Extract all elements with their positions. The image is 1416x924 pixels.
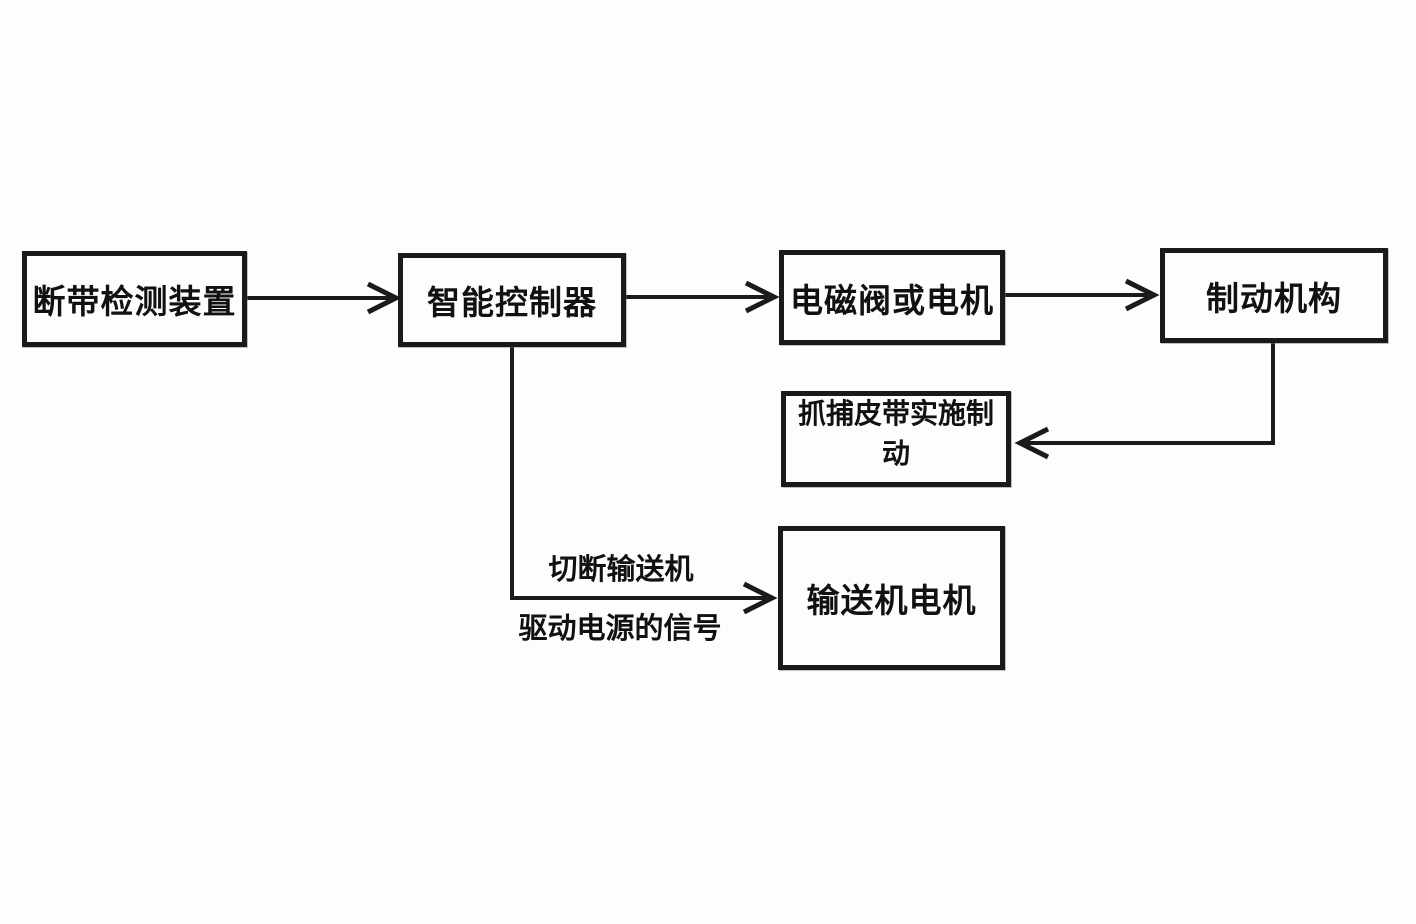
arrowhead-icon bbox=[744, 280, 780, 314]
node-intelligent-controller: 智能控制器 bbox=[398, 253, 626, 347]
node-belt-break-detection-device: 断带检测装置 bbox=[22, 251, 247, 347]
node-solenoid-valve-or-motor: 电磁阀或电机 bbox=[779, 250, 1005, 345]
node-label: 电磁阀或电机 bbox=[790, 281, 994, 319]
arrowhead-icon bbox=[1124, 278, 1160, 312]
node-conveyor-motor: 输送机电机 bbox=[778, 526, 1005, 670]
node-catch-belt-apply-brake: 抓捕皮带实施制动 bbox=[781, 391, 1011, 487]
node-label: 输送机电机 bbox=[806, 582, 977, 619]
node-label: 断带检测装置 bbox=[32, 283, 237, 320]
edge-label-cut-conveyor-line2: 驱动电源的信号 bbox=[518, 613, 722, 645]
edge-brake-to-catchbelt-line bbox=[1026, 343, 1275, 445]
arrowhead-icon bbox=[366, 281, 402, 315]
edge-label-cut-conveyor-line1: 切断输送机 bbox=[548, 554, 694, 586]
edge-controller-to-conveyor-line bbox=[510, 347, 766, 600]
node-label: 抓捕皮带实施制动 bbox=[797, 398, 994, 469]
arrowhead-icon bbox=[1014, 426, 1050, 460]
node-label: 制动机构 bbox=[1206, 279, 1342, 317]
node-label: 智能控制器 bbox=[427, 284, 597, 321]
arrowhead-icon bbox=[742, 581, 778, 615]
node-braking-mechanism: 制动机构 bbox=[1160, 248, 1388, 343]
